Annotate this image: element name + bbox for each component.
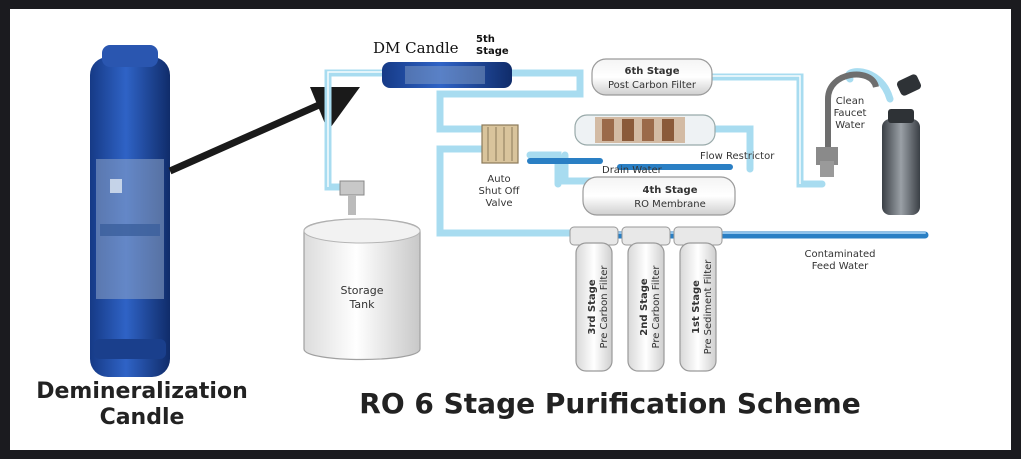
auto-valve-label-2: Shut Off [479, 186, 521, 197]
caption-left-line1: Demineralization [36, 379, 248, 404]
drain-water-label: Drain Water [602, 165, 663, 176]
stage1-title: 1st Stage [691, 280, 702, 334]
pre-filter-3rd: 3rd Stage Pre Carbon Filter [569, 226, 619, 372]
pre-filter-2nd: 2nd Stage Pre Carbon Filter [621, 226, 671, 372]
pointer-arrow [168, 87, 360, 175]
auto-valve-label-1: Auto [487, 174, 510, 185]
post-carbon-filter-6th: 6th Stage Post Carbon Filter [591, 58, 713, 96]
stage3-title: 3rd Stage [587, 279, 598, 334]
stage5-label: 5th Stage [476, 34, 516, 58]
stage4-subtitle: RO Membrane [634, 199, 706, 210]
stage1-subtitle: Pre Sediment Filter [703, 259, 714, 355]
ro-membrane-4th: 4th Stage RO Membrane [582, 176, 736, 216]
storage-tank [303, 180, 421, 361]
storage-tank-label-2: Tank [349, 298, 376, 311]
faucet [816, 71, 879, 177]
stage2-title: 2nd Stage [639, 278, 650, 336]
storage-tank-label-1: Storage [340, 284, 383, 297]
stage4-title: 4th Stage [642, 185, 697, 196]
auto-shut-off-valve [481, 124, 519, 164]
diagram-frame: 6th Stage Post Carbon Filter Auto Shut O… [10, 9, 1011, 450]
contaminated-label-2: Feed Water [812, 261, 869, 272]
dm-candle-photo [90, 45, 170, 377]
stage5-line1: 5th [476, 34, 495, 45]
demineralization-caption: Demineralization Candle [22, 379, 262, 431]
pre-filter-1st: 1st Stage Pre Sediment Filter [673, 226, 723, 372]
dm-candle-5th-stage [382, 62, 512, 88]
stage3-subtitle: Pre Carbon Filter [599, 265, 610, 349]
water-bottle [882, 74, 922, 215]
stage6-title: 6th Stage [624, 66, 679, 77]
clean-water-label-2: Faucet [834, 108, 867, 119]
contaminated-label-1: Contaminated [805, 249, 876, 260]
purification-diagram: 6th Stage Post Carbon Filter Auto Shut O… [90, 45, 929, 377]
main-title: RO 6 Stage Purification Scheme [359, 387, 861, 420]
flow-restrictor-label: Flow Restrictor [700, 151, 775, 162]
stage6-subtitle: Post Carbon Filter [608, 80, 697, 91]
clean-water-label-1: Clean [836, 96, 864, 107]
clean-water-label-3: Water [835, 120, 865, 131]
stage2-subtitle: Pre Carbon Filter [651, 265, 662, 349]
stage5-line2: Stage [476, 46, 509, 57]
caption-left-line2: Candle [99, 405, 185, 430]
dm-candle-label: DM Candle [373, 39, 459, 57]
carbon-cartridge [574, 114, 716, 146]
auto-valve-label-3: Valve [485, 198, 512, 209]
